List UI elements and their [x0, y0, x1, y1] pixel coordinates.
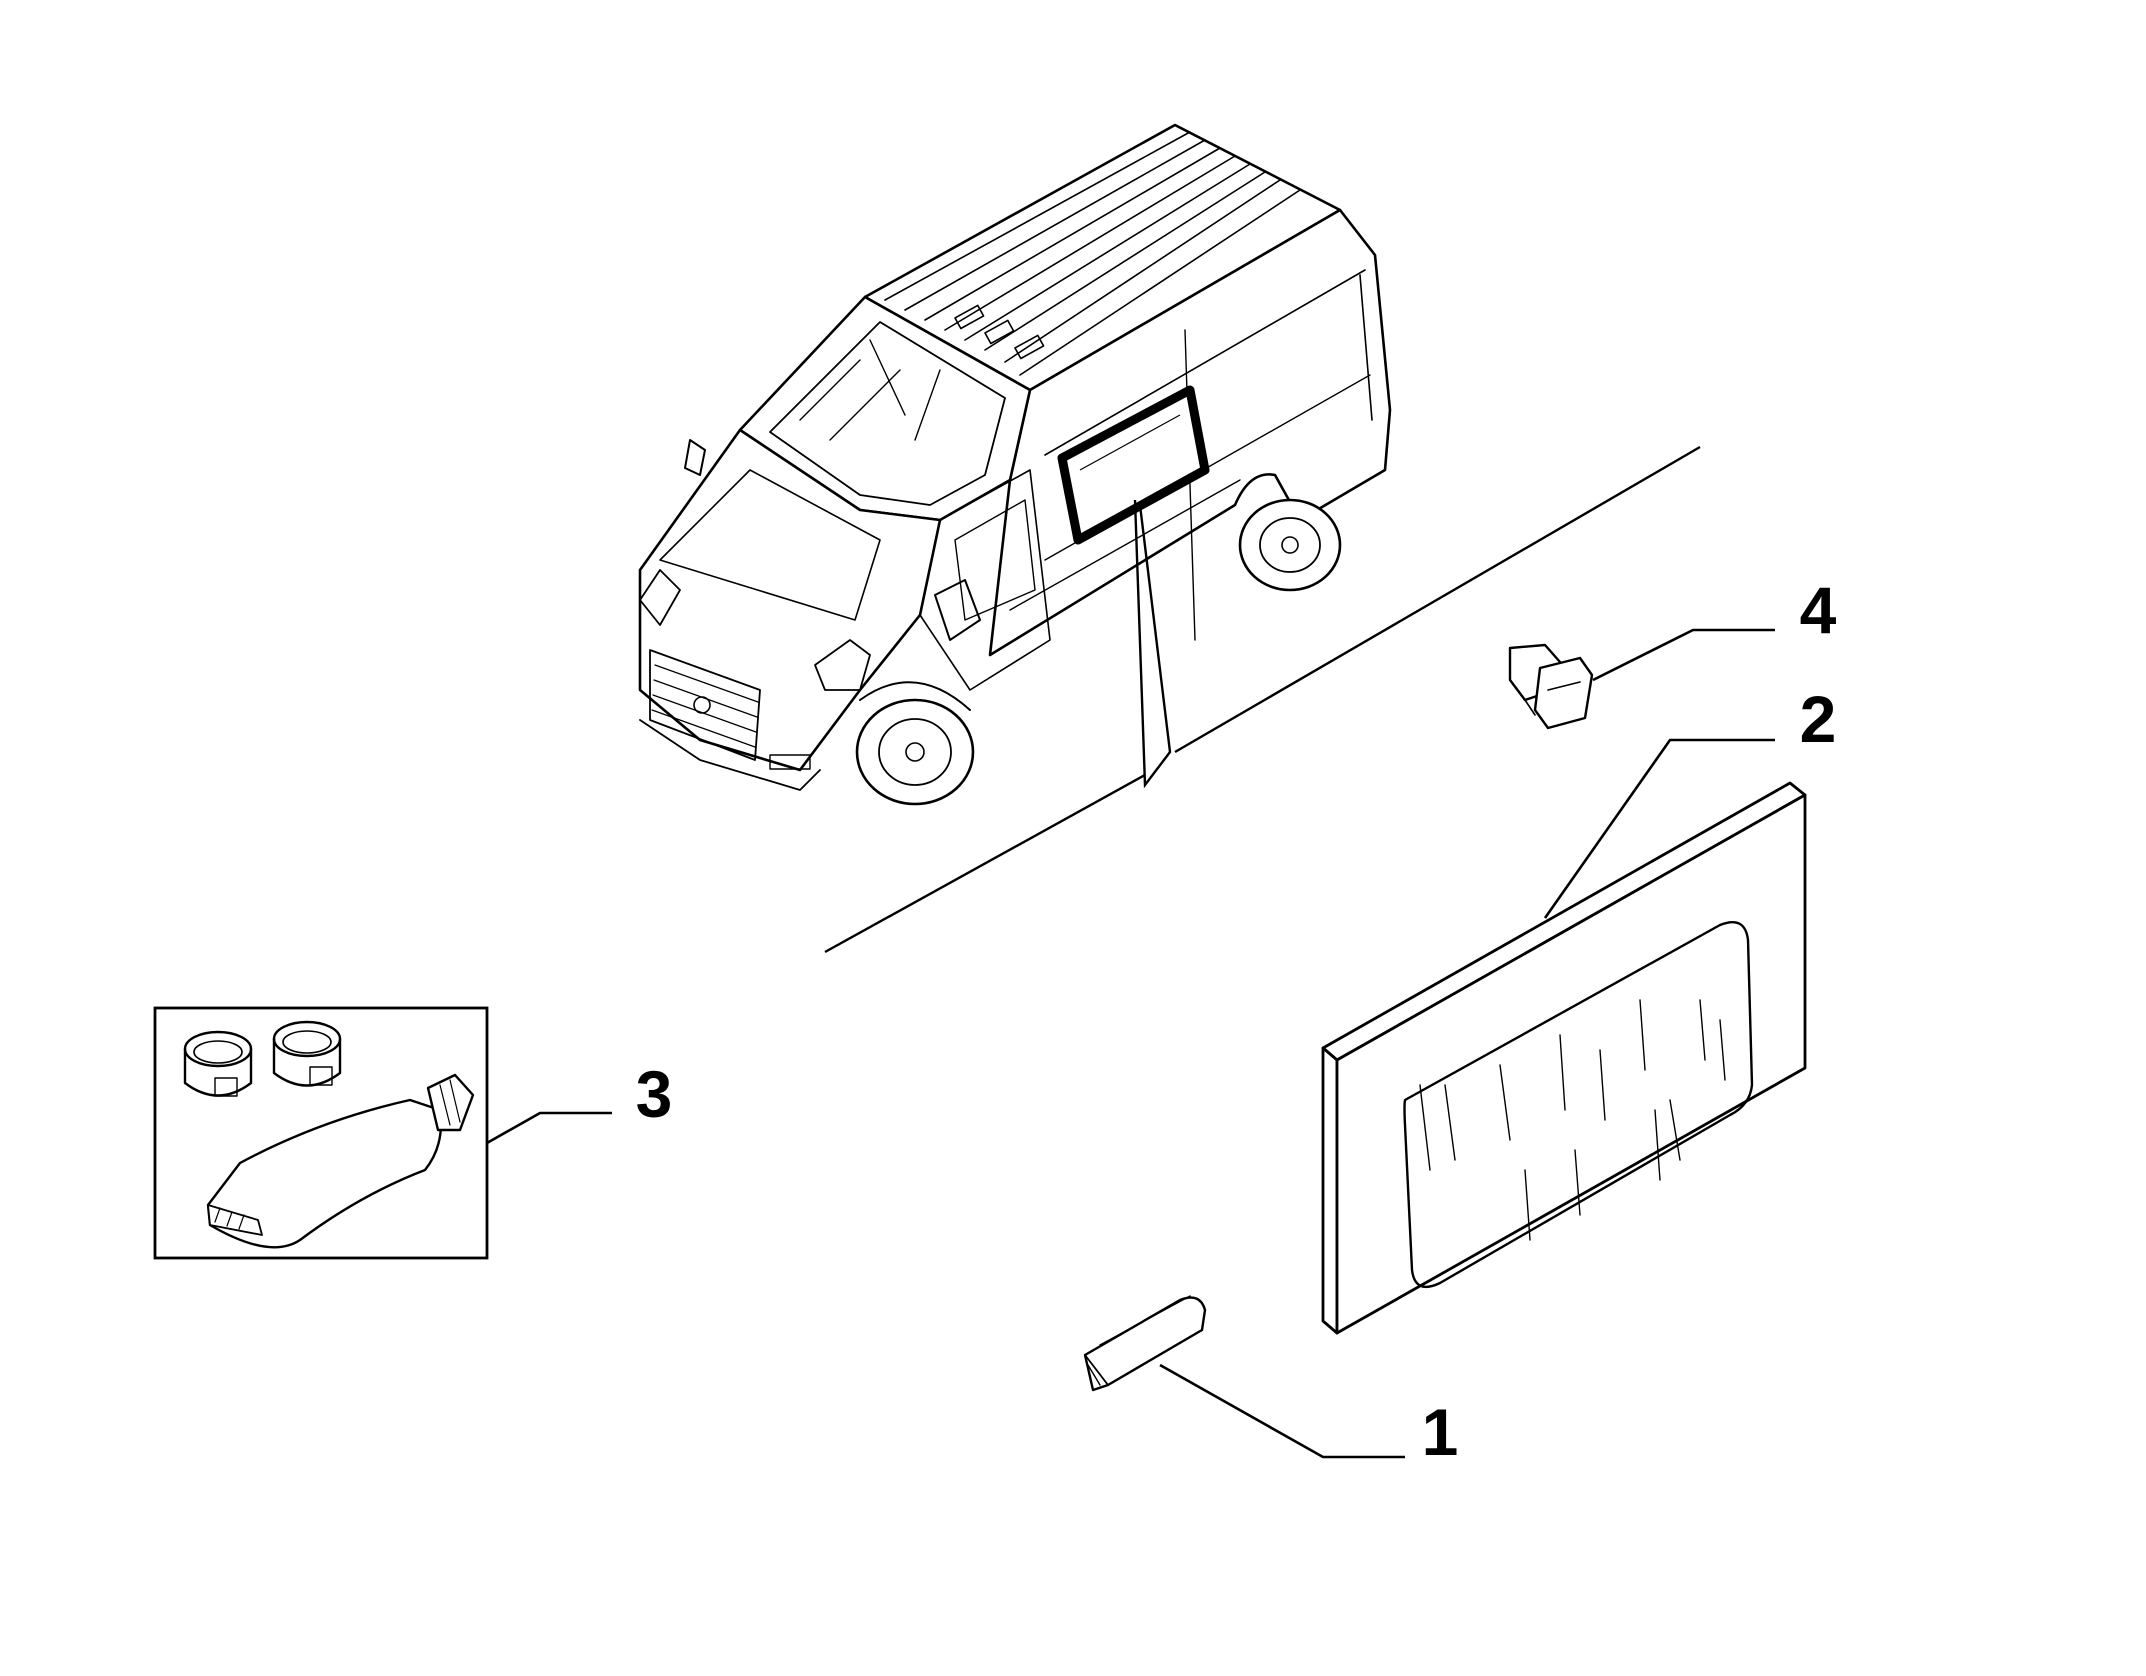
ground-line-lower — [824, 773, 1146, 954]
leader-line-3 — [486, 1111, 612, 1145]
ground-line — [1174, 445, 1701, 754]
wedge-block-icon — [1083, 1295, 1207, 1392]
callout-number-4: 4 — [1800, 573, 1837, 647]
callout-number-2: 2 — [1800, 682, 1837, 756]
callout-number-1: 1 — [1422, 1395, 1459, 1469]
leader-line-1 — [1159, 1363, 1405, 1459]
clip-fastener-icon — [1508, 643, 1594, 730]
side-window-highlight — [1057, 385, 1210, 545]
leader-line-2 — [1543, 738, 1775, 919]
callout-number-3: 3 — [636, 1057, 673, 1131]
van-icon — [638, 123, 1392, 806]
adhesive-kit-icon — [183, 1020, 475, 1249]
side-window-glass-icon — [1321, 781, 1807, 1335]
leader-line-4 — [1592, 628, 1775, 682]
van-leader-line — [1133, 499, 1172, 789]
